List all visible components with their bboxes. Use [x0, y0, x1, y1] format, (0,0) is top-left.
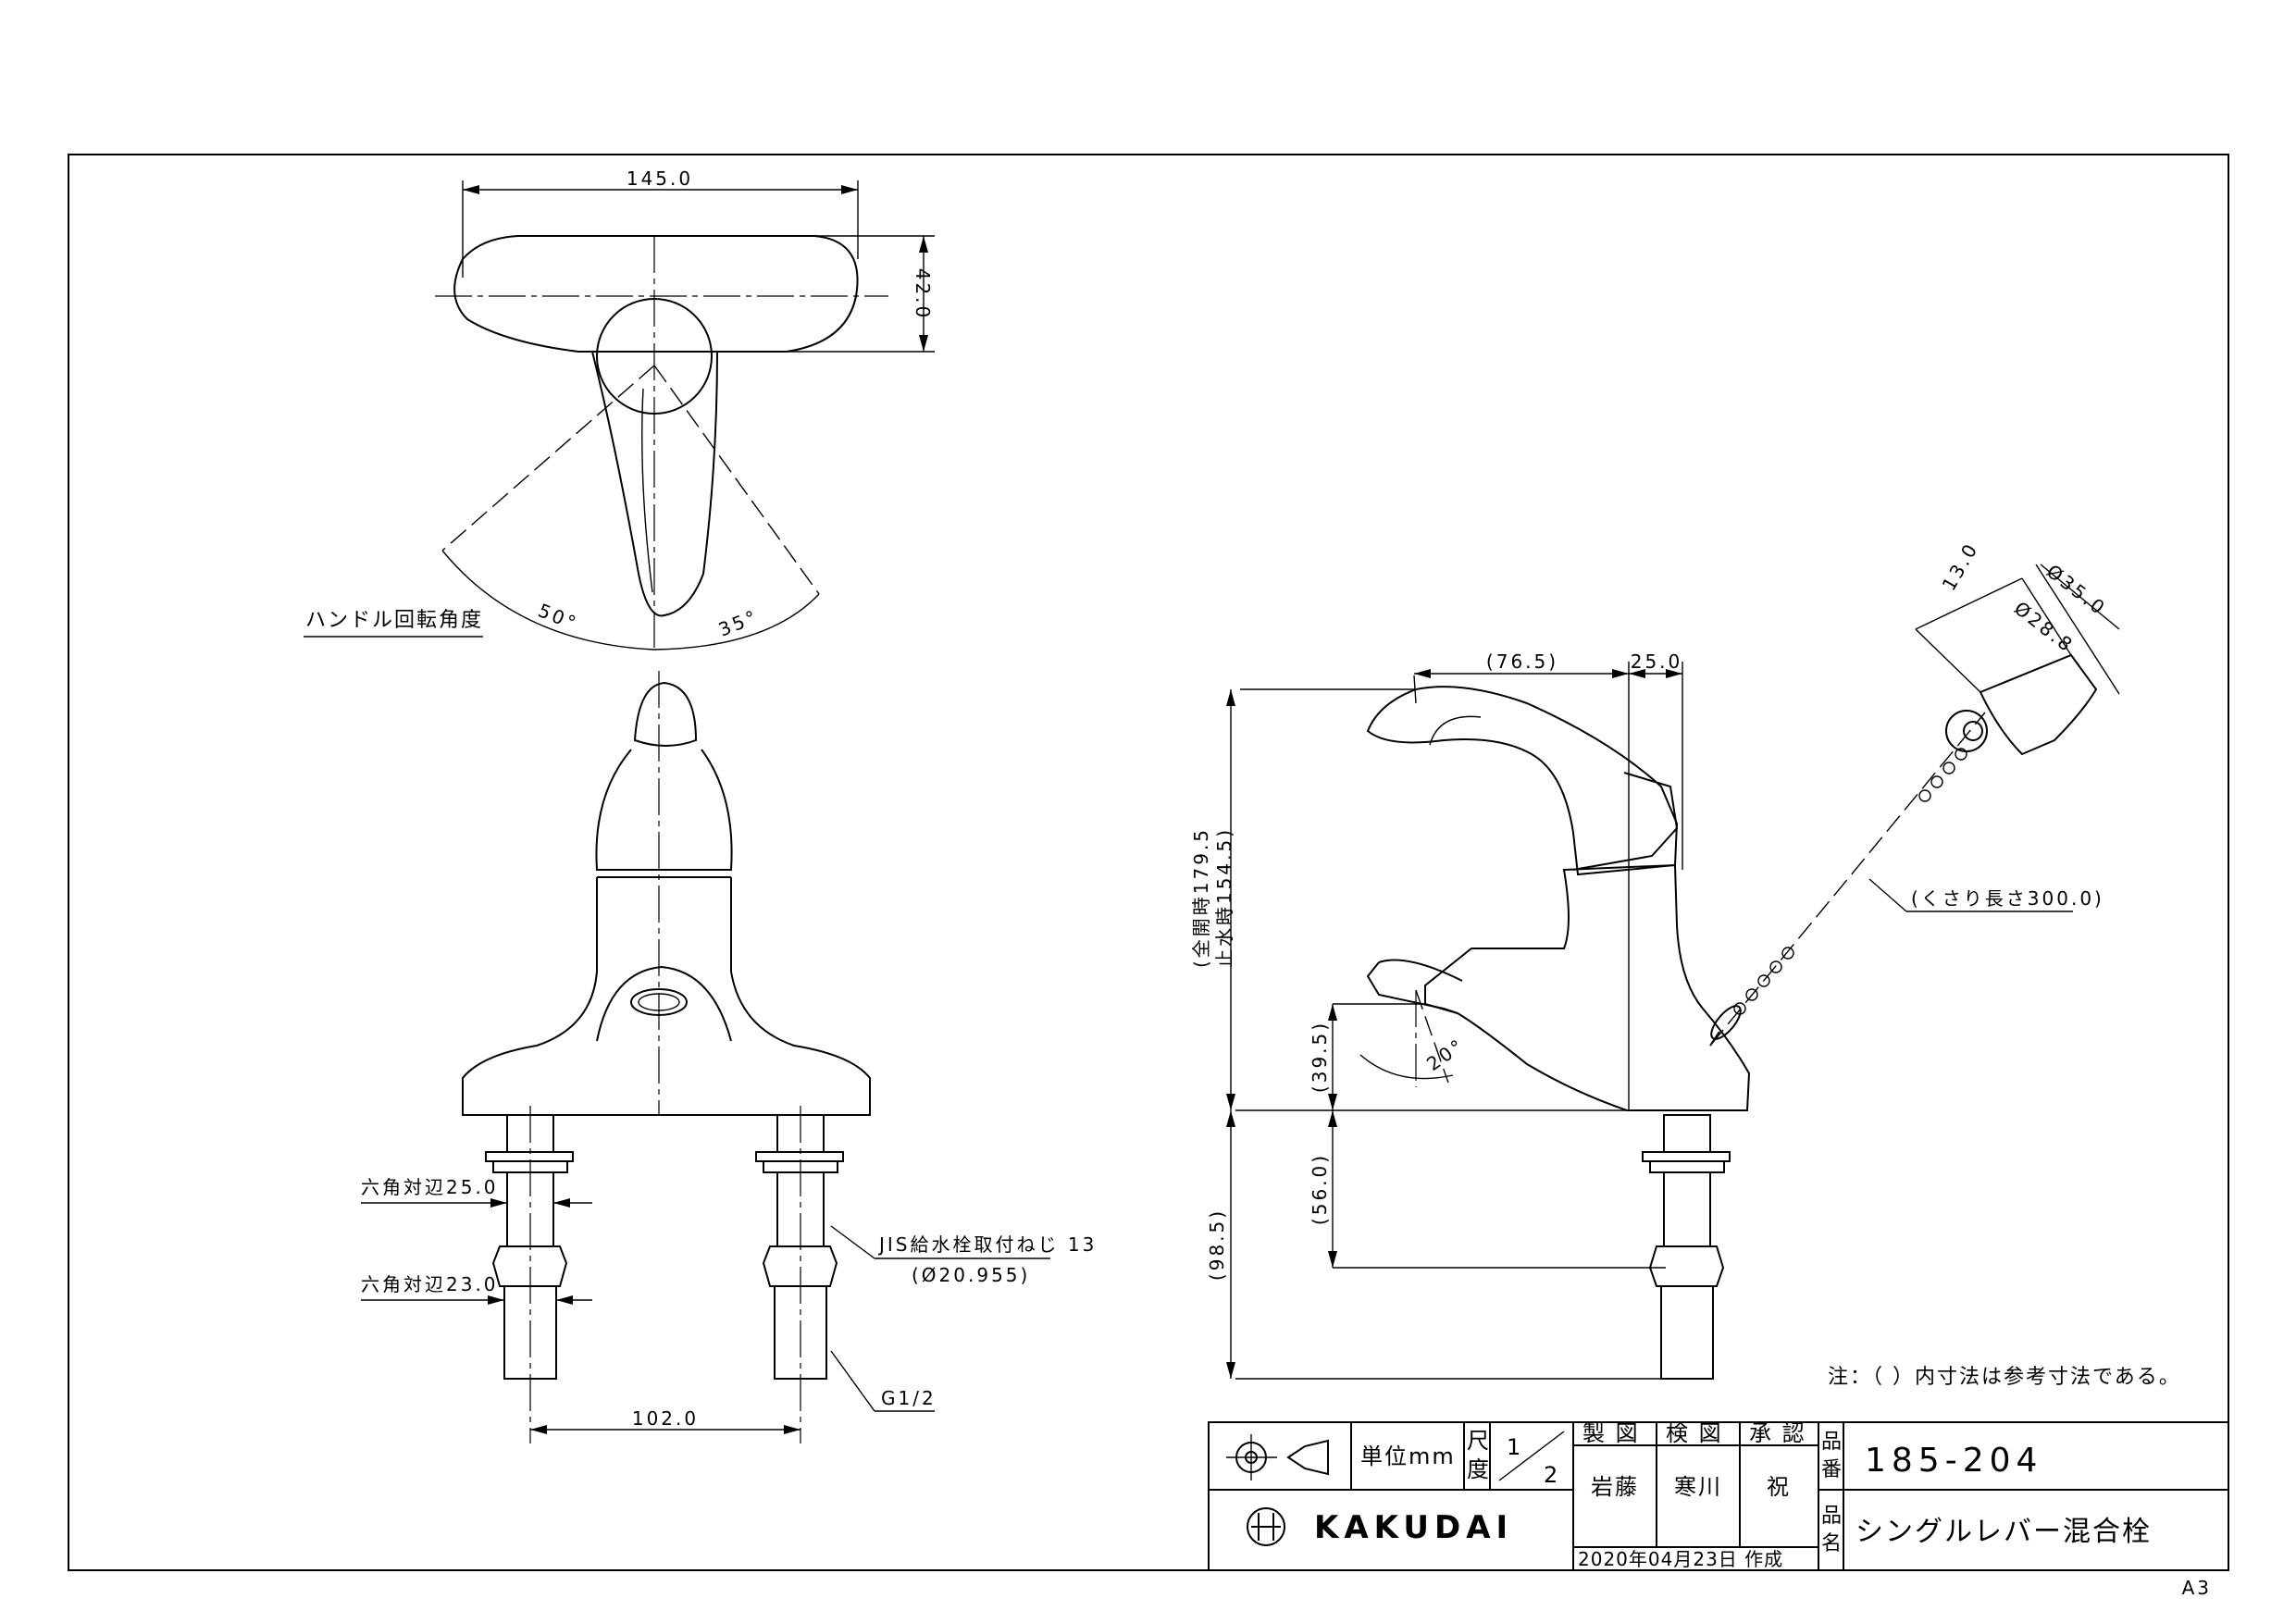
reference-note: 注：（ ）内寸法は参考寸法である。 [1828, 1366, 2181, 1389]
title-block: 単位mm 尺 度 1 2 KAKUDAI 製 図 検 図 承 認 岩藤 寒川 祝… [1208, 1420, 2229, 1571]
scale-label-1: 尺 [1467, 1428, 1491, 1454]
name-label-1: 品 [1821, 1505, 1842, 1528]
dim-plug-28: Ø28.8 [2010, 597, 2079, 657]
handle-rotation-label: ハンドル回転角度 [305, 609, 483, 632]
dim-hex-23: 六角対辺23.0 [361, 1273, 499, 1295]
scale-denominator: 2 [1544, 1462, 1559, 1488]
sheet-size: A3 [2182, 1577, 2212, 1599]
dim-hex-25: 六角対辺25.0 [361, 1176, 499, 1198]
checked-by: 寒川 [1674, 1474, 1722, 1500]
drain-plug [1945, 653, 2098, 756]
name-label-2: 名 [1821, 1532, 1842, 1555]
dim-below-counter: (56.0) [1309, 1153, 1331, 1225]
kakudai-logo-icon [1247, 1507, 1285, 1546]
dim-angle-left: 50° [535, 599, 581, 635]
sheet-border [68, 154, 2229, 1571]
dim-top-height: 42.0 [912, 268, 934, 321]
dim-angle-right: 35° [715, 605, 762, 641]
checked-label: 検 図 [1666, 1420, 1723, 1446]
right-supply [755, 1106, 844, 1443]
jis-diameter-label: (Ø20.955) [912, 1264, 1030, 1286]
left-supply [485, 1106, 574, 1443]
g-thread-label: G1/2 [881, 1387, 937, 1409]
front-view: 六角対辺25.0 六角対辺23.0 102.0 JIS給水栓取付ねじ 13 (Ø… [361, 671, 1097, 1443]
dim-height-closed: 止水時154.5) [1213, 827, 1235, 968]
product-name: シングルレバー混合栓 [1855, 1516, 2152, 1548]
dim-spout-angle: 20° [1422, 1034, 1469, 1075]
dim-height-open: (全開時179.5 [1190, 827, 1212, 968]
part-no-label-1: 品 [1821, 1431, 1842, 1454]
side-view: (全開時179.5 止水時154.5) (98.5) (39.5) (56.0)… [1190, 539, 2120, 1380]
chain [1709, 748, 1967, 1047]
top-view: 145.0 42.0 50° 35° ハンドル回転角度 [304, 167, 935, 650]
part-number: 185-204 [1865, 1442, 2042, 1480]
scale-numerator: 1 [1507, 1434, 1522, 1460]
dim-plug-13: 13.0 [1938, 539, 1983, 595]
dim-total-below: (98.5) [1206, 1208, 1228, 1281]
made-by: 岩藤 [1591, 1474, 1639, 1500]
dim-spout-reach: (76.5) [1486, 650, 1558, 673]
projection-symbol-icon [1226, 1434, 1329, 1481]
brand-name: KAKUDAI [1314, 1509, 1513, 1546]
unit-label: 単位mm [1360, 1443, 1456, 1469]
part-no-label-2: 番 [1821, 1458, 1842, 1481]
scale-label-2: 度 [1467, 1456, 1491, 1482]
dim-lever-depth: 25.0 [1631, 650, 1683, 673]
dim-pitch: 102.0 [632, 1407, 699, 1430]
dim-chain-length: (くさり長さ300.0) [1911, 887, 2104, 910]
jis-thread-label: JIS給水栓取付ねじ 13 [877, 1233, 1097, 1256]
approved-label: 承 認 [1749, 1420, 1806, 1446]
dim-top-width: 145.0 [627, 167, 693, 190]
made-label: 製 図 [1582, 1420, 1640, 1446]
dim-spout-height: (39.5) [1309, 1021, 1331, 1093]
drawing-date: 2020年04月23日 作成 [1578, 1548, 1783, 1570]
approved-by: 祝 [1767, 1474, 1791, 1500]
